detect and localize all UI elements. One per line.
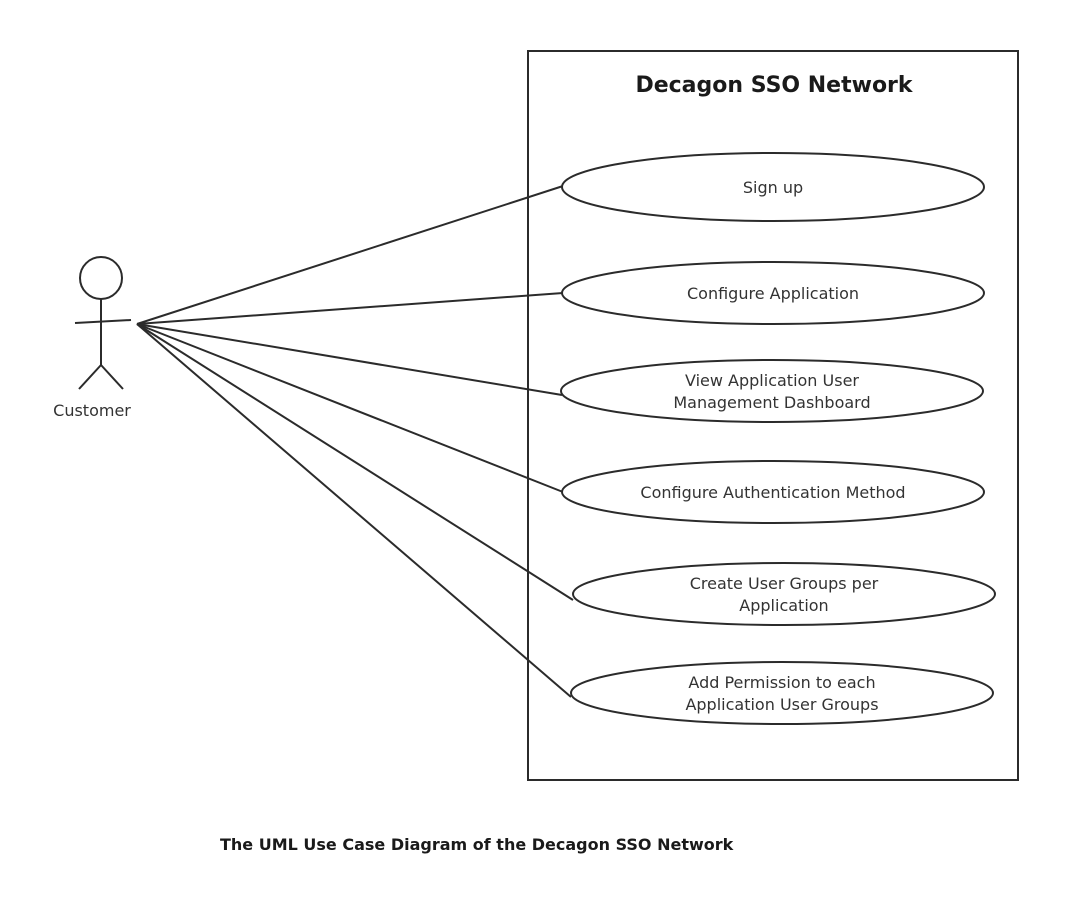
actor-right-leg <box>100 364 124 390</box>
use-case-label: Add Permission to each <box>688 673 875 692</box>
use-case-label: Management Dashboard <box>673 393 870 412</box>
use-case-ellipse <box>570 661 994 725</box>
use-case-ellipse <box>561 460 985 524</box>
actor-label: Customer <box>53 401 131 420</box>
use-case-label: Configure Application <box>687 284 859 303</box>
system-boundary <box>527 50 1019 781</box>
association-line-2 <box>136 292 564 325</box>
use-case-label: Sign up <box>743 178 803 197</box>
actor-left-leg <box>78 364 102 390</box>
use-case-ellipse <box>561 152 985 222</box>
actor-customer: Customer <box>53 256 132 420</box>
use-case-4: Configure Authentication Method <box>561 460 985 524</box>
use-case-ellipse <box>560 359 984 423</box>
use-case-label: View Application User <box>685 371 859 390</box>
association-line-4 <box>136 323 564 493</box>
use-case-2: Configure Application <box>561 261 985 325</box>
use-case-label: Create User Groups per <box>690 574 879 593</box>
association-line-3 <box>136 323 563 396</box>
use-case-ellipse <box>561 261 985 325</box>
use-case-ellipse <box>572 562 996 626</box>
system-title: Decagon SSO Network <box>635 73 913 98</box>
association-line-5 <box>136 323 574 601</box>
actor-head <box>79 256 123 300</box>
association-lines <box>136 185 574 698</box>
actor-arms <box>74 319 132 324</box>
diagram-caption: The UML Use Case Diagram of the Decagon … <box>220 835 734 854</box>
use-case-1: Sign up <box>561 152 985 222</box>
use-case-label: Configure Authentication Method <box>640 483 905 502</box>
association-line-1 <box>136 185 564 325</box>
use-case-label: Application <box>739 596 828 615</box>
association-line-6 <box>136 323 572 698</box>
use-case-label: Application User Groups <box>685 695 878 714</box>
